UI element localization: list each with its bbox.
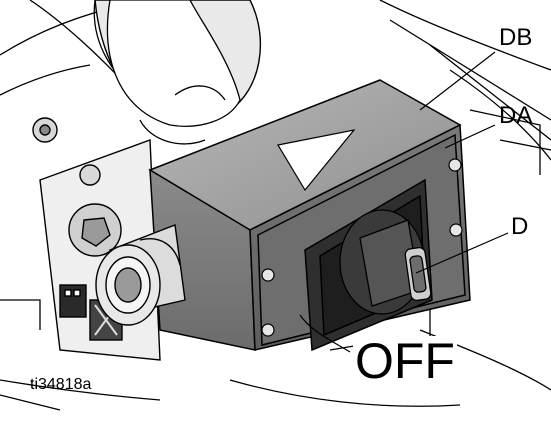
screws — [261, 158, 463, 337]
leader-lines — [299, 51, 509, 353]
callout-d: D — [511, 213, 529, 240]
callout-da: DA — [499, 102, 533, 129]
machine-outline — [0, 0, 551, 411]
rotary-knob-icon[interactable] — [339, 209, 432, 315]
figure-id: ti34818a — [30, 376, 92, 393]
hand — [106, 0, 241, 145]
warning-triangle-icon — [277, 129, 356, 192]
cable-gland — [95, 224, 186, 326]
switch-state-label: OFF — [353, 333, 457, 389]
callout-db: DB — [499, 24, 533, 51]
